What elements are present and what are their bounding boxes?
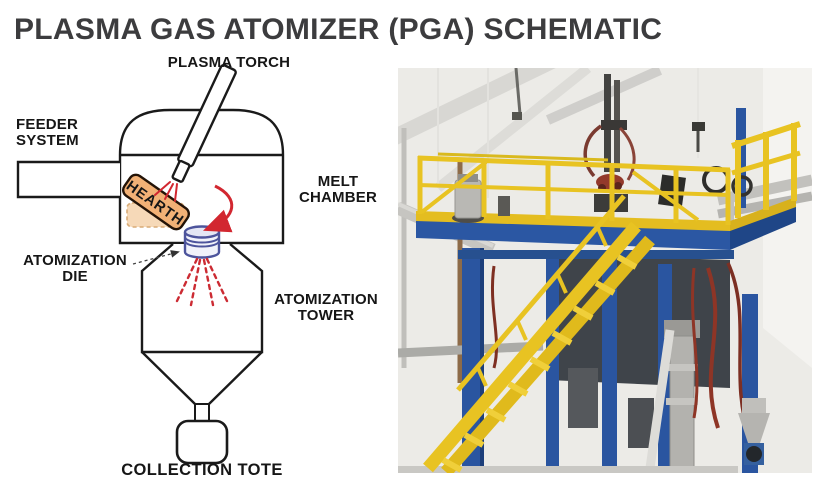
- collection-tote-label: COLLECTION TOTE: [121, 461, 283, 479]
- cyclone-separator: [738, 398, 770, 465]
- die-pointer-line: [132, 250, 180, 265]
- plasma-torch-label: PLASMA TORCH: [167, 54, 291, 71]
- plasma-jet-lines: [154, 181, 178, 202]
- atomization-die-label: ATOMIZATION DIE: [23, 252, 127, 285]
- on-deck-equipment: [452, 122, 753, 223]
- plasma-torch-shape: [171, 64, 237, 183]
- collection-tote-outline: [175, 419, 229, 465]
- feeder-system-label: FEEDER SYSTEM: [16, 116, 79, 149]
- atomization-die-shape: [183, 225, 221, 259]
- melt-chamber-label: MELT CHAMBER: [298, 173, 378, 206]
- atomization-tower-label: ATOMIZATION TOWER: [274, 291, 378, 324]
- page-title: PLASMA GAS ATOMIZER (PGA) SCHEMATIC: [14, 13, 663, 46]
- staircase: [423, 194, 655, 473]
- atomization-spray-lines: [175, 257, 229, 307]
- guard-railing: [417, 121, 801, 225]
- feeder-system-outline: [16, 160, 120, 199]
- pga-facility-photo: [398, 68, 812, 473]
- melt-flow-arrow: [203, 184, 234, 233]
- below-deck-equipment: [398, 248, 770, 473]
- atomization-tower-outline: [140, 243, 264, 422]
- pga-line-schematic: HEARTH: [16, 64, 285, 465]
